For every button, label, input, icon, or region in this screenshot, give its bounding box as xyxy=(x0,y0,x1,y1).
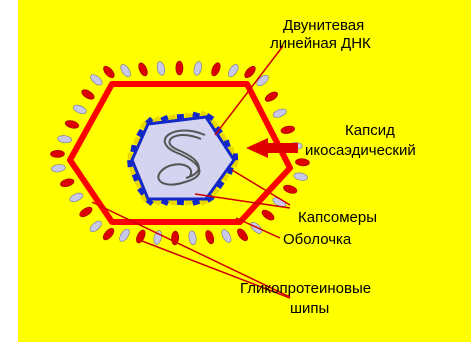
dna-label-line1: Двунитевая xyxy=(283,17,364,34)
spike-red xyxy=(50,150,64,157)
capsid-label-line1: Капсид xyxy=(345,122,395,139)
capsomeres-label: Капсомеры xyxy=(298,209,377,226)
envelope-label: Оболочка xyxy=(283,231,352,248)
spike-red xyxy=(176,61,183,75)
spikes-label-line1: Гликопротеиновые xyxy=(240,280,371,297)
capsid-label-line2: икосаэдический xyxy=(305,142,416,159)
spikes-label-line2: шипы xyxy=(290,300,329,317)
capsomere-blue xyxy=(177,200,184,205)
dna-label-line2: линейная ДНК xyxy=(270,35,371,52)
